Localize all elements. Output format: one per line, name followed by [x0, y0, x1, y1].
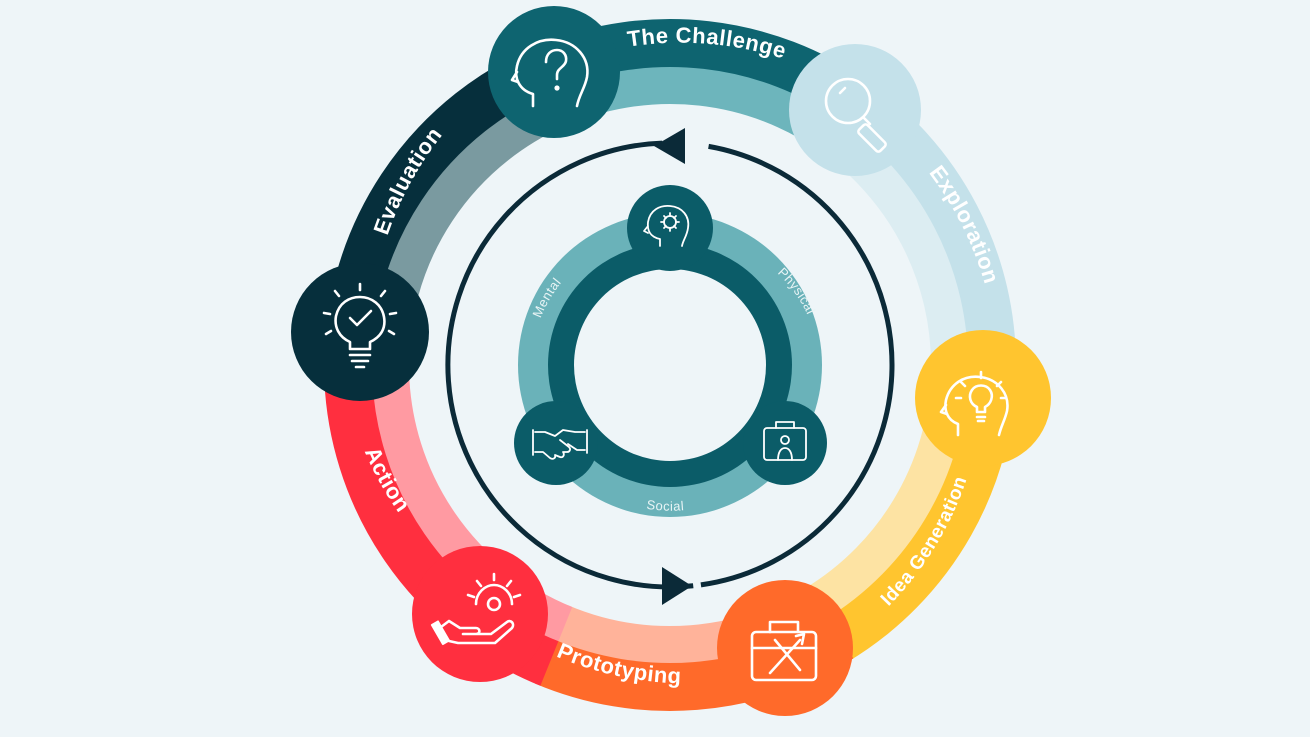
handshake-icon [514, 401, 598, 485]
head-question-icon [488, 6, 620, 138]
magnifier-icon [789, 44, 921, 176]
hand-gear-icon [412, 546, 548, 682]
toolbox-icon [717, 580, 853, 716]
lightbulb-check-icon [291, 263, 429, 401]
arrowhead-bottom [662, 567, 692, 605]
briefcase-person-icon [743, 401, 827, 485]
head-lightbulb-icon [915, 330, 1051, 466]
stage-nodes [291, 6, 1051, 716]
inner-label-social: Social [646, 497, 685, 514]
head-gear-icon [627, 185, 713, 271]
cycle-arrow-right [700, 143, 895, 588]
cycle-arrow-left [445, 140, 694, 590]
cycle-arrows [445, 128, 895, 605]
arrowhead-top [654, 128, 685, 164]
inner-ring-hole [574, 269, 766, 461]
